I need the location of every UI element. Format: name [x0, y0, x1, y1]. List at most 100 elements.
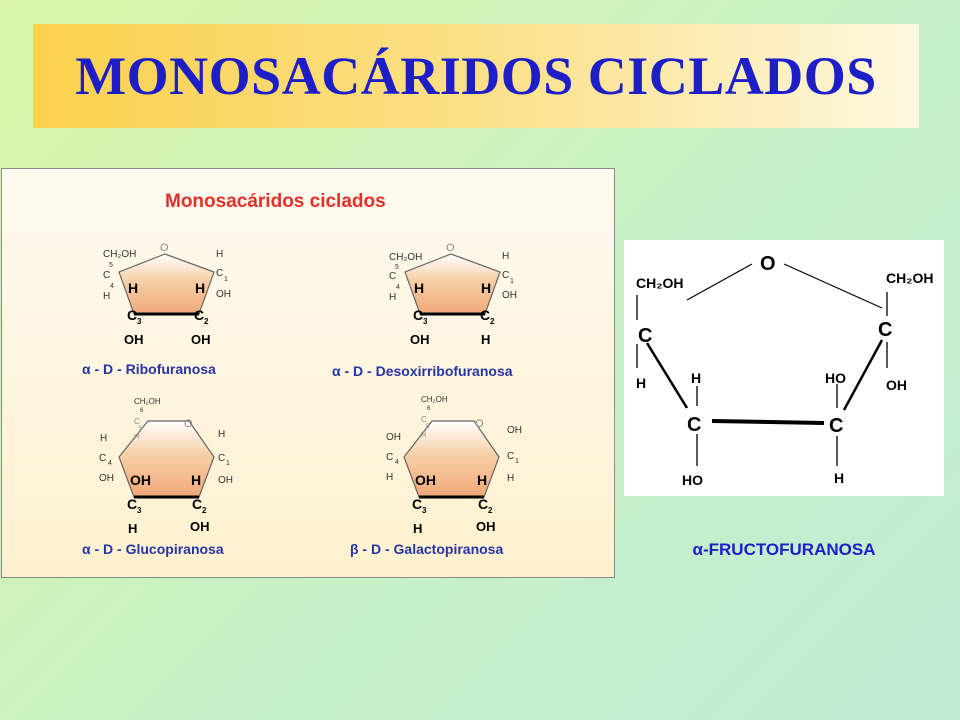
c4-atom: C: [386, 452, 393, 463]
c5-number: 5: [426, 424, 430, 430]
c3-oh: OH: [130, 472, 151, 488]
c6-number: 6: [140, 408, 144, 414]
left-ch2oh: CH₂OH: [636, 275, 683, 291]
left-c-atom: C: [638, 325, 652, 347]
c1-atom: C: [502, 270, 509, 281]
c3-atom: C: [412, 496, 422, 512]
c1-number: 1: [226, 460, 230, 467]
ch2oh-label: CH₂OH: [134, 397, 161, 406]
c5-h: H: [134, 434, 139, 441]
c1-number: 1: [515, 458, 519, 465]
c3-bottom: H: [128, 521, 137, 536]
bond-left-c3: [645, 342, 689, 409]
panel-diagram: Monosacáridos ciclados O CH₂OH 5 C 4 H H…: [82, 191, 522, 557]
c3-number: 3: [137, 506, 142, 515]
ring-oxygen: O: [475, 418, 484, 430]
c3-bottom: OH: [124, 332, 144, 347]
ring-oxygen: O: [446, 242, 455, 254]
c2-number: 2: [204, 317, 209, 326]
c1-atom: C: [218, 453, 225, 464]
c3-ho: HO: [682, 472, 703, 488]
c1-h: H: [507, 473, 514, 484]
glucopiranosa-caption: α - D - Glucopiranosa: [82, 541, 224, 557]
c4-atom: C: [829, 415, 843, 437]
c4-h: H: [386, 472, 393, 483]
c3-oh: OH: [415, 472, 436, 488]
c1-h: H: [218, 429, 225, 440]
c3-atom: C: [413, 307, 423, 323]
c4-ho: HO: [825, 370, 846, 386]
c1-h: H: [216, 249, 223, 260]
c4-atom: C: [389, 271, 396, 282]
ribofuranosa-caption: α - D - Ribofuranosa: [82, 361, 216, 377]
c5-number: 5: [139, 426, 143, 432]
c4-number: 4: [395, 459, 399, 466]
ring-oxygen: O: [160, 242, 169, 254]
desoxirribofuranosa-caption: α - D - Desoxirribofuranosa: [332, 363, 513, 379]
c5-atom: C: [134, 417, 140, 426]
c3-number: 3: [422, 506, 427, 515]
c2-h: H: [481, 280, 491, 296]
c4-oh: OH: [99, 473, 114, 484]
c1-atom: C: [507, 451, 514, 462]
c1-oh: OH: [507, 425, 522, 436]
ring-oxygen: O: [184, 418, 193, 430]
c5-h: H: [421, 432, 426, 439]
fructofuranosa-diagram: O CH₂OH CH₂OH C C H OH H C HO HO C H: [636, 253, 933, 488]
fructofuranosa-caption: α-FRUCTOFURANOSA: [692, 540, 876, 559]
c1-oh: OH: [216, 289, 231, 300]
c3-atom: C: [687, 414, 701, 436]
c1-oh: OH: [218, 475, 233, 486]
title-banner: MONOSACÁRIDOS CICLADOS: [33, 24, 919, 128]
c4-h: H: [834, 470, 844, 486]
c3-h: H: [128, 280, 138, 296]
fructofuranosa-panel: O CH₂OH CH₂OH C C H OH H C HO HO C H: [624, 240, 944, 496]
c5-atom: C: [421, 415, 427, 424]
c2-h: H: [195, 280, 205, 296]
c2-atom: C: [192, 496, 202, 512]
c3-h: H: [414, 280, 424, 296]
c3-bottom: OH: [410, 332, 430, 347]
c2-bottom: OH: [191, 332, 211, 347]
monosaccharide-panel: Monosacáridos ciclados O CH₂OH 5 C 4 H H…: [1, 168, 615, 578]
c4-atom: C: [99, 453, 106, 464]
bond-c4-right: [842, 339, 884, 411]
bond-o-c-right: [783, 263, 883, 309]
c2-bottom: OH: [476, 519, 496, 534]
c4-number: 4: [396, 284, 400, 291]
ring-oxygen: O: [760, 253, 776, 275]
c3-number: 3: [423, 317, 428, 326]
c2-bottom: H: [481, 332, 490, 347]
right-ch2oh: CH₂OH: [886, 270, 933, 286]
c3-bottom: H: [413, 521, 422, 536]
ch2oh-label: CH₂OH: [103, 249, 136, 260]
desoxirribofuranosa-structure: O CH₂OH 5 C 4 H H C 1 OH H H C 3 C 2 OH …: [332, 242, 517, 379]
c4-number: 4: [110, 283, 114, 290]
c3-atom: C: [127, 496, 137, 512]
c6-number: 6: [427, 406, 431, 412]
c2-h: H: [477, 472, 487, 488]
c4-h: H: [103, 291, 110, 302]
c2-atom: C: [478, 496, 488, 512]
glucopiranosa-structure: CH₂OH 6 C 5 H O H C 4 OH H C 1 OH OH H C…: [82, 397, 233, 557]
bond-c-o-left: [686, 263, 753, 301]
right-c-atom: C: [878, 319, 892, 341]
c1-atom: C: [216, 268, 223, 279]
c3-number: 3: [137, 317, 142, 326]
c5-number: 5: [109, 262, 113, 269]
bond-c3-c4: [711, 419, 825, 425]
c4-oh: OH: [386, 432, 401, 443]
c4-number: 4: [108, 460, 112, 467]
c1-h: H: [502, 251, 509, 262]
c2-h: H: [191, 472, 201, 488]
c1-number: 1: [510, 278, 514, 285]
ch2oh-label: CH₂OH: [421, 395, 448, 404]
c2-atom: C: [480, 307, 490, 323]
c1-oh: OH: [502, 290, 517, 301]
galactopiranosa-caption: β - D - Galactopiranosa: [350, 541, 503, 557]
c1-number: 1: [224, 276, 228, 283]
c2-number: 2: [490, 317, 495, 326]
panel-heading: Monosacáridos ciclados: [165, 191, 386, 212]
c5-number: 5: [395, 264, 399, 271]
ribofuranosa-structure: O CH₂OH 5 C 4 H H C 1 OH H H C 3 C 2 OH …: [82, 242, 231, 377]
